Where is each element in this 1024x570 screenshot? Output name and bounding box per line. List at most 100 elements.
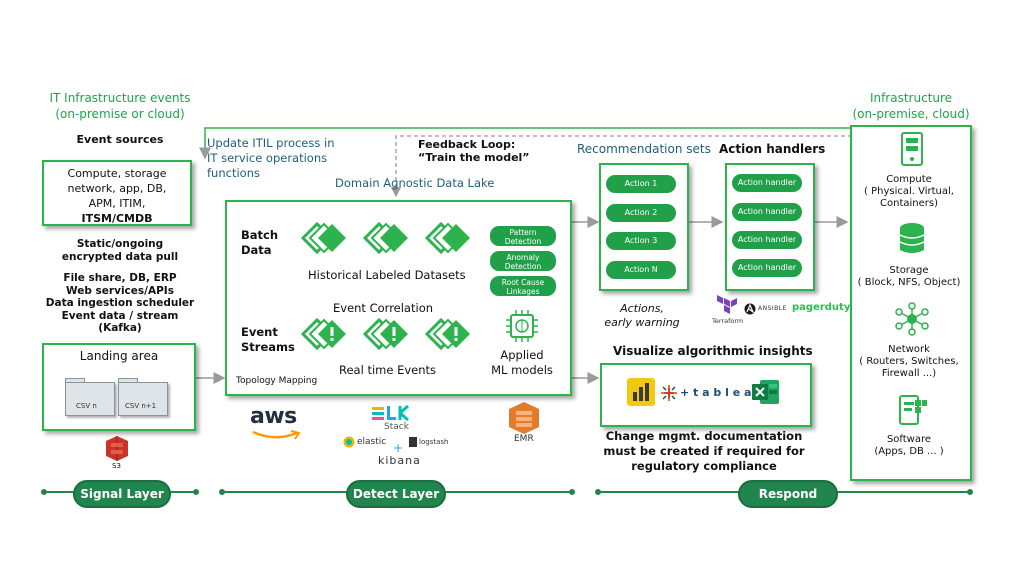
logstash-icon [409, 437, 417, 447]
root-cause-line-2: Linkages [506, 287, 540, 296]
actions-line-2: early warning [604, 316, 680, 329]
batch-line-1: Batch [241, 228, 279, 242]
streams-line-1: Event [241, 325, 278, 339]
pattern-line-2: Detection [504, 237, 542, 246]
ansible-icon [744, 303, 756, 315]
s3-label: S3 [112, 462, 121, 470]
sources-line-2: network, app, DB, [67, 182, 167, 195]
change-mgmt-text: Change mgmt. documentation must be creat… [596, 429, 812, 474]
sources-line-bold: ITSM/CMDB [81, 212, 153, 225]
action-handler-pill-3: Action handler [732, 231, 802, 249]
ingest-line-5: (Kafka) [98, 322, 142, 334]
csv-folder-2-label: CSV n+1 [125, 402, 157, 410]
change-line-1: Change mgmt. documentation [605, 429, 803, 443]
left-header-line1: IT Infrastructure events [49, 91, 191, 105]
ingest-text: File share, DB, ERP Web services/APIs Da… [36, 272, 204, 335]
storage-database-icon [899, 223, 925, 253]
action-handler-pill-2: Action handler [732, 203, 802, 221]
folder-tab-2 [118, 378, 138, 384]
elk-stack-icon [372, 404, 409, 422]
network-line-3: Firewall ...) [881, 368, 937, 379]
real-time-label: Real time Events [339, 363, 437, 377]
network-label: Network ( Routers, Switches, Firewall ..… [853, 344, 965, 380]
data-lake-title: Domain Agnostic Data Lake [335, 176, 495, 190]
applied-line-2: ML models [491, 363, 553, 377]
storage-label: Storage ( Block, NFS, Object) [853, 265, 965, 289]
stream-event-icons [300, 318, 470, 351]
applied-ml-label: Applied ML models [486, 348, 558, 378]
left-header-line2: (on-premise or cloud) [55, 107, 185, 121]
emr-label: EMR [514, 434, 534, 444]
itil-line-2: IT service operations [207, 151, 328, 165]
itil-update-line [199, 127, 850, 160]
respond-layer-pill: Respond Layer [738, 480, 838, 525]
feedback-line-1: Feedback Loop: [418, 138, 516, 151]
excel-icon [752, 380, 779, 404]
event-alert-icon-2 [362, 318, 408, 351]
elastic-icon [343, 436, 355, 448]
logstash-label: logstash [419, 438, 449, 446]
action-3-pill: Action 3 [606, 232, 676, 250]
feedback-line-2: “Train the model” [418, 151, 530, 164]
action-n-pill: Action N [606, 261, 676, 279]
software-label: Software (Apps, DB ... ) [853, 434, 965, 458]
ingest-line-4: Event data / stream [61, 309, 179, 322]
terraform-icon [717, 295, 737, 314]
itil-line-1: Update ITIL process in [207, 136, 335, 150]
ml-chip-icon [506, 310, 538, 342]
ingest-line-1: File share, DB, ERP [63, 272, 177, 284]
pull-text: Static/ongoing encrypted data pull [40, 238, 200, 264]
anomaly-line-2: Detection [504, 262, 542, 271]
anomaly-detection-pill: Anomaly Detection [490, 251, 556, 271]
detect-layer-pill: Detect Layer [346, 480, 446, 508]
tableau-icon [661, 385, 677, 401]
historical-label: Historical Labeled Datasets [308, 268, 466, 282]
ansible-label: ANSIBLE [758, 305, 787, 312]
streams-line-2: Streams [241, 340, 295, 354]
applied-line-1: Applied [500, 348, 544, 362]
network-line-1: Network [888, 344, 930, 355]
landing-area-label: Landing area [79, 349, 159, 363]
anomaly-line-1: Anomaly [506, 253, 540, 262]
batch-line-2: Data [241, 243, 272, 257]
batch-label: Batch Data [241, 228, 278, 258]
root-cause-line-1: Root Cause [501, 278, 545, 287]
emr-icon [509, 402, 539, 434]
pull-line-1: Static/ongoing [76, 238, 164, 250]
actions-warning-label: Actions, early warning [596, 302, 688, 330]
kibana-label: kibana [378, 454, 421, 467]
dataset-icon-3 [424, 222, 470, 255]
s3-icon [106, 436, 128, 461]
compute-server-icon [901, 132, 923, 166]
compute-line-1: Compute [886, 174, 932, 185]
event-sources-box: Compute, storage network, app, DB, APM, … [42, 160, 192, 226]
action-1-pill: Action 1 [606, 175, 676, 193]
action-2-pill: Action 2 [606, 204, 676, 222]
root-cause-pill: Root Cause Linkages [490, 276, 556, 296]
pattern-detection-pill: Pattern Detection [490, 226, 556, 246]
feedback-text: Feedback Loop: “Train the model” [418, 138, 530, 164]
reco-title: Recommendation sets [577, 142, 711, 156]
compute-line-2: ( Physical. Virtual, [864, 186, 954, 197]
aws-logo-text: aws [250, 404, 297, 429]
csv-folder-1-label: CSV n [76, 402, 97, 410]
infra-header: Infrastructure (on-premise, cloud) [846, 90, 976, 122]
elastic-label: elastic [357, 437, 387, 447]
software-icon [899, 395, 927, 425]
feedback-loop-line [390, 135, 852, 198]
tableau-label: + t a b l e a u [680, 386, 764, 399]
software-line-1: Software [886, 434, 932, 445]
folder-tab-1 [65, 378, 85, 384]
pull-line-2: encrypted data pull [61, 251, 179, 263]
compute-line-3: Containers) [880, 198, 938, 209]
software-line-2: (Apps, DB ... ) [874, 446, 944, 457]
action-handler-pill-4: Action handler [732, 259, 802, 277]
dataset-icon-1 [300, 222, 346, 255]
dataset-icon-2 [362, 222, 408, 255]
csv-folder-1 [65, 382, 115, 416]
storage-line-1: Storage [889, 265, 929, 276]
terraform-label: Terraform [712, 317, 744, 325]
action-handler-pill-1: Action handler [732, 174, 802, 192]
handlers-title: Action handlers [719, 142, 826, 156]
event-sources-label: Event sources [76, 133, 164, 146]
